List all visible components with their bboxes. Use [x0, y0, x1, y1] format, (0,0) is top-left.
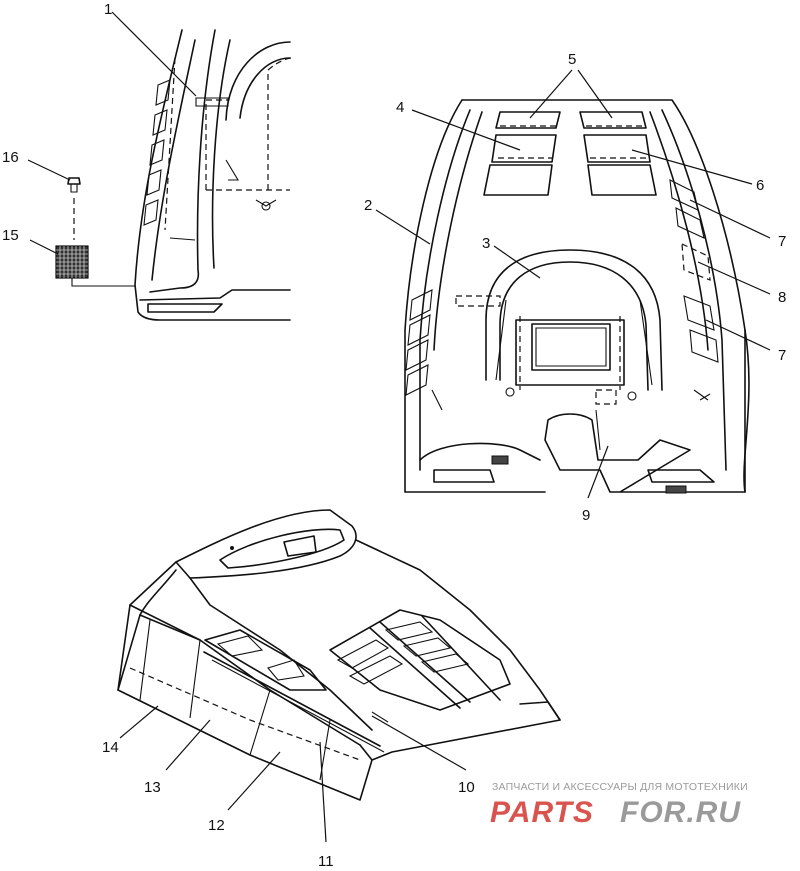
callout-8: 8 [778, 289, 786, 306]
hood-top-view [404, 99, 750, 494]
callout-9: 9 [582, 507, 590, 524]
callout-13: 13 [144, 779, 161, 796]
callout-6: 6 [756, 177, 764, 194]
callout-labels: 1 2 3 4 5 6 7 7 8 9 10 11 12 13 14 15 16 [2, 1, 786, 870]
leader-lines [27, 11, 771, 843]
mesh-screen-15 [55, 245, 135, 287]
hood-3d-view [117, 509, 561, 801]
callout-10: 10 [458, 779, 475, 796]
callout-4: 4 [396, 99, 404, 116]
watermark-logo-left: PARTS [490, 796, 594, 829]
watermark-caption: ЗАПЧАСТИ И АКСЕССУАРЫ ДЛЯ МОТОТЕХНИКИ [492, 781, 748, 793]
callout-2: 2 [364, 197, 372, 214]
callout-11: 11 [318, 853, 334, 870]
callout-3: 3 [482, 235, 490, 252]
callout-1: 1 [104, 1, 112, 18]
watermark: ЗАПЧАСТИ И АКСЕССУАРЫ ДЛЯ МОТОТЕХНИКИ PA… [490, 781, 748, 829]
callout-5: 5 [568, 51, 576, 68]
callout-12: 12 [208, 817, 225, 834]
screw-16 [67, 177, 81, 240]
hood-side-view [134, 29, 293, 321]
callout-15: 15 [2, 227, 19, 244]
callout-16: 16 [2, 149, 19, 166]
watermark-logo-right: FOR.RU [620, 796, 741, 829]
callout-14: 14 [102, 739, 119, 756]
callout-7-upper: 7 [778, 233, 786, 250]
callout-7-lower: 7 [778, 347, 786, 364]
